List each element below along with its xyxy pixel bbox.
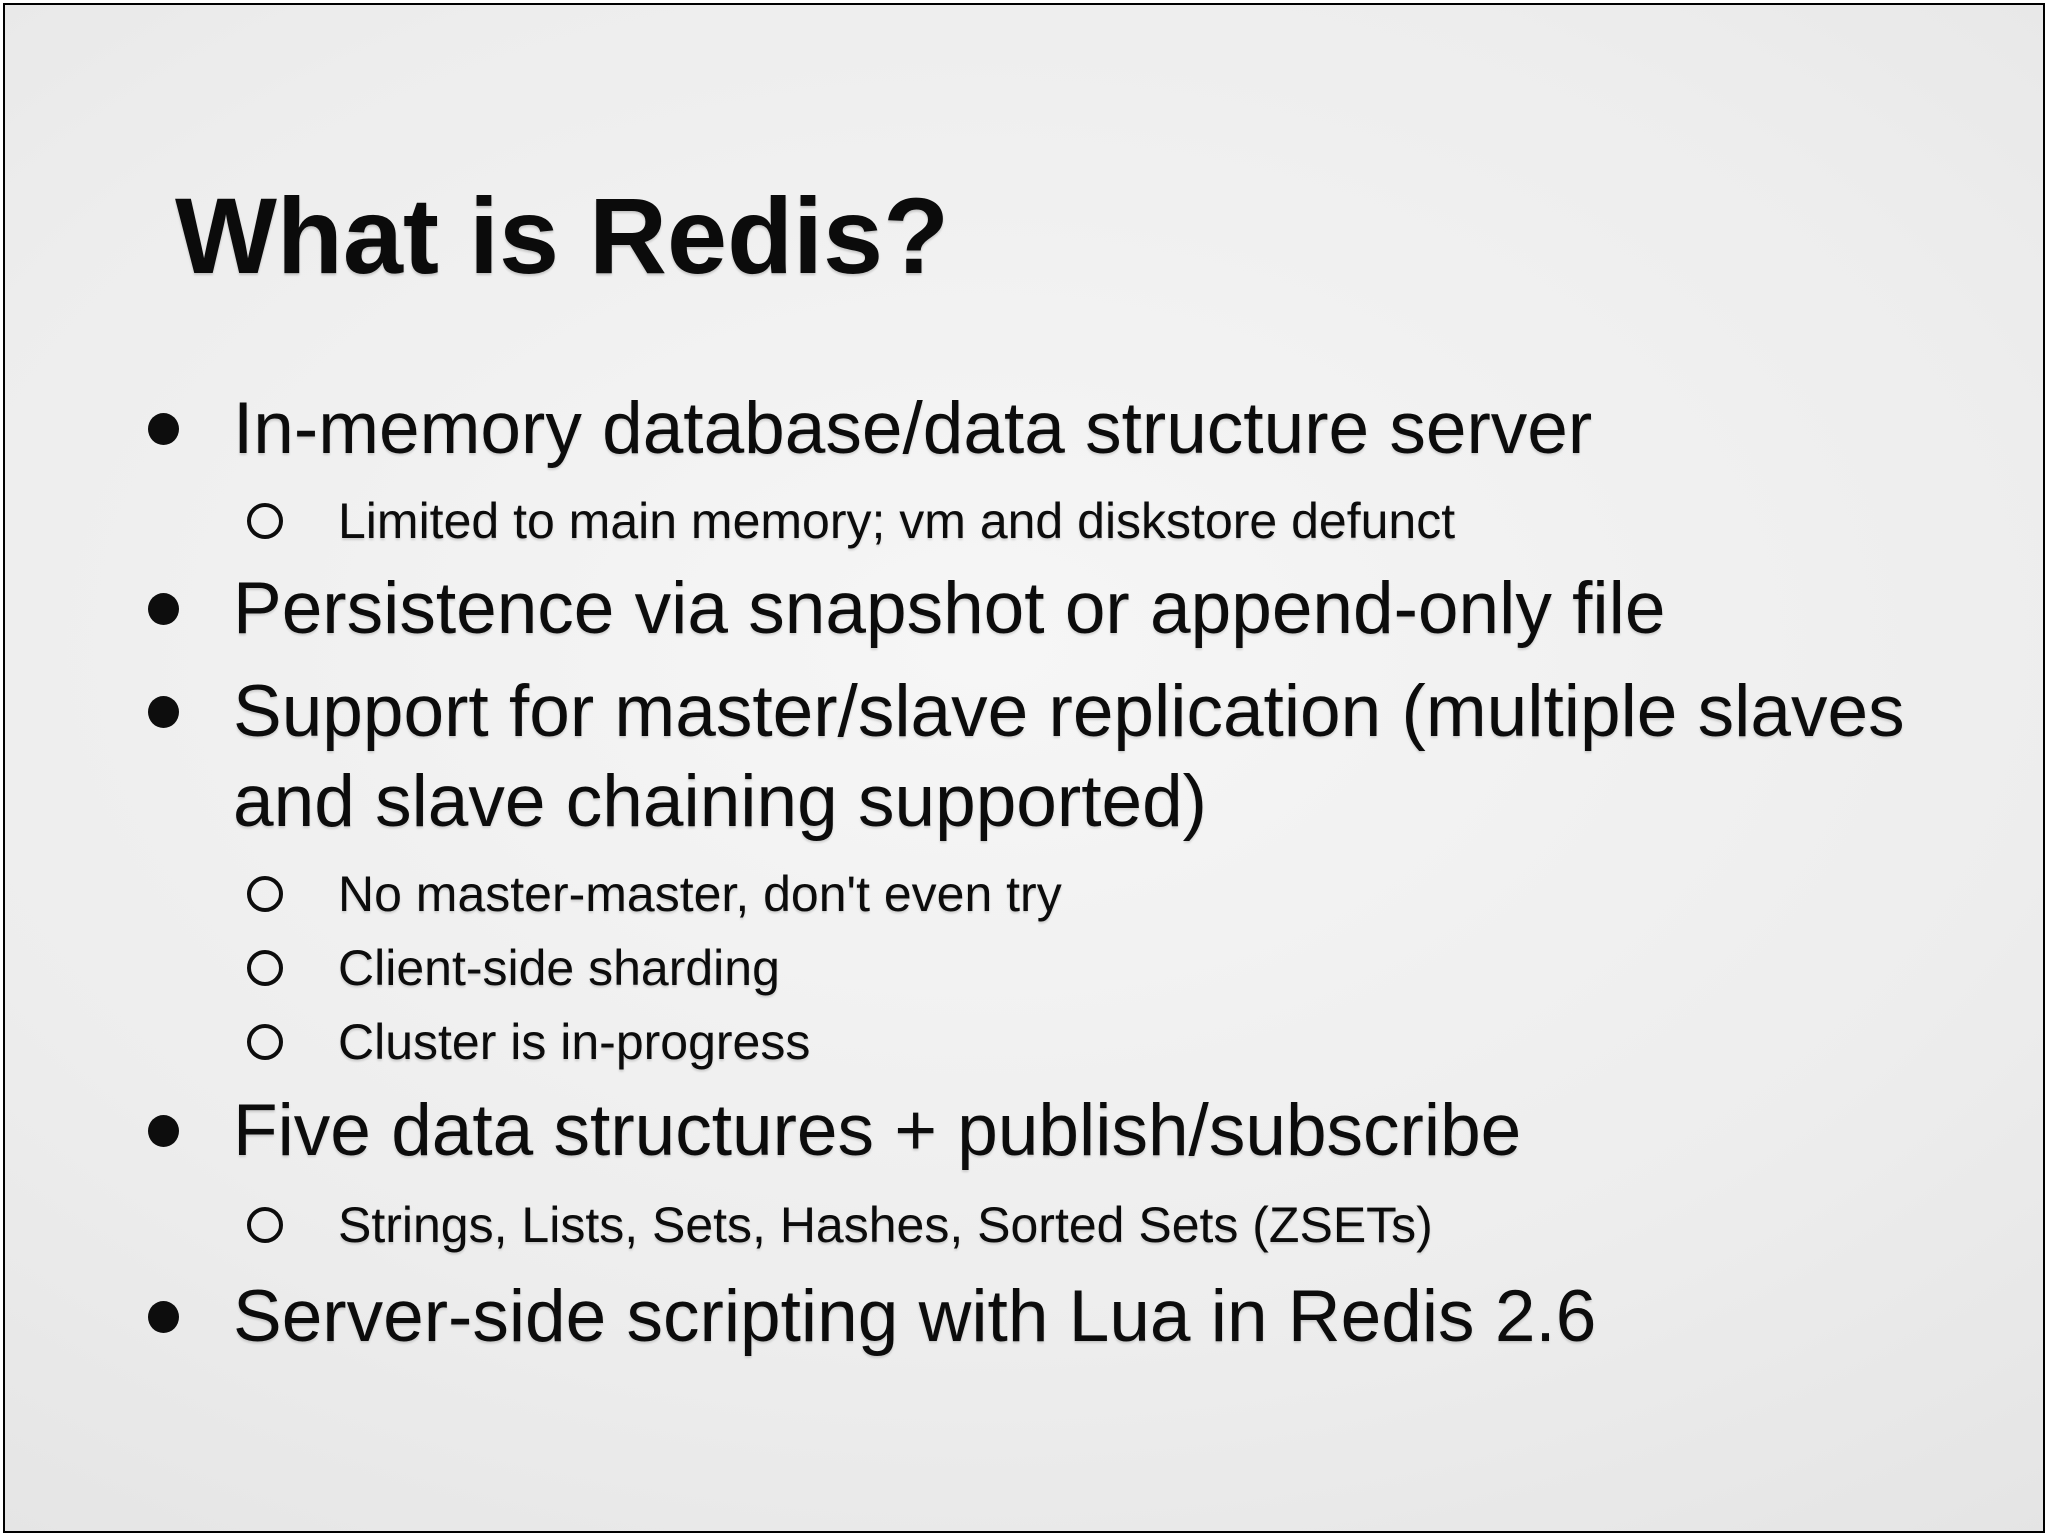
- list-item: Server-side scripting with Lua in Redis …: [5, 1272, 1985, 1362]
- bullet-text: Support for master/slave replication (mu…: [233, 671, 1905, 842]
- list-item: Support for master/slave replication (mu…: [5, 667, 1985, 847]
- filled-bullet-icon: [148, 1115, 179, 1147]
- list-item: In-memory database/data structure server: [5, 384, 1985, 474]
- bullet-text: In-memory database/data structure server: [233, 388, 1593, 469]
- filled-bullet-icon: [148, 593, 179, 625]
- circle-bullet-icon: [247, 1207, 283, 1243]
- bullet-text: Cluster is in-progress: [338, 1014, 811, 1070]
- slide-canvas: What is Redis? In-memory database/data s…: [3, 3, 2045, 1533]
- filled-bullet-icon: [148, 1301, 179, 1333]
- bullet-list: In-memory database/data structure server…: [5, 384, 1985, 1362]
- circle-bullet-icon: [247, 503, 283, 539]
- slide-title: What is Redis?: [175, 175, 950, 296]
- list-item: Strings, Lists, Sets, Hashes, Sorted Set…: [5, 1188, 1985, 1262]
- bullet-text: Strings, Lists, Sets, Hashes, Sorted Set…: [338, 1197, 1433, 1253]
- bullet-text: No master-master, don't even try: [338, 866, 1062, 922]
- list-item: Client-side sharding: [5, 931, 1985, 1005]
- circle-bullet-icon: [247, 876, 283, 912]
- bullet-text: Limited to main memory; vm and diskstore…: [338, 493, 1456, 549]
- list-item: Cluster is in-progress: [5, 1005, 1985, 1079]
- list-item: Limited to main memory; vm and diskstore…: [5, 484, 1985, 558]
- circle-bullet-icon: [247, 1024, 283, 1060]
- circle-bullet-icon: [247, 950, 283, 986]
- filled-bullet-icon: [148, 413, 179, 445]
- list-item: Five data structures + publish/subscribe: [5, 1086, 1985, 1176]
- list-item: No master-master, don't even try: [5, 857, 1985, 931]
- bullet-text: Five data structures + publish/subscribe: [233, 1090, 1522, 1171]
- bullet-text: Server-side scripting with Lua in Redis …: [233, 1276, 1597, 1357]
- bullet-text: Persistence via snapshot or append-only …: [233, 568, 1666, 649]
- filled-bullet-icon: [148, 696, 179, 728]
- bullet-text: Client-side sharding: [338, 940, 780, 996]
- list-item: Persistence via snapshot or append-only …: [5, 564, 1985, 654]
